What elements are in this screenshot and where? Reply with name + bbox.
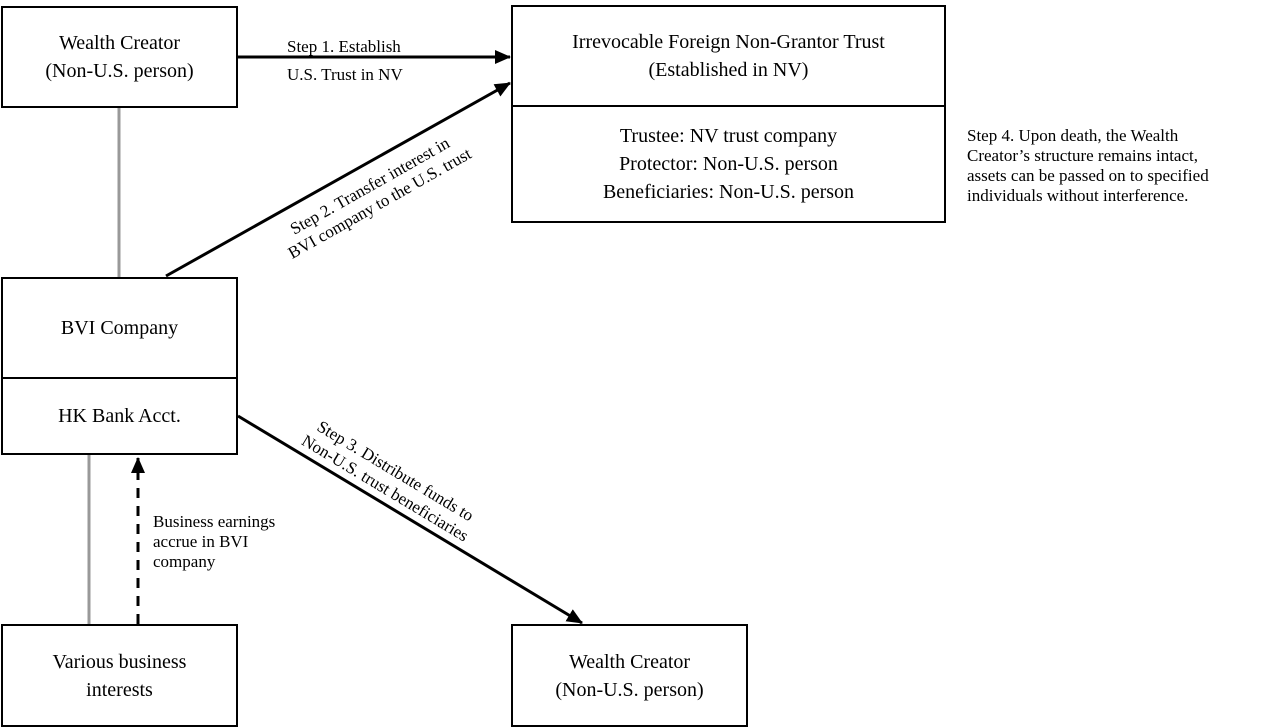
step1-label-line1: Step 1. Establish <box>287 37 401 56</box>
trust-title-section: Irrevocable Foreign Non-Grantor Trust (E… <box>513 7 944 105</box>
wealth-creator-top-status: (Non-U.S. person) <box>45 60 194 82</box>
step4-label-line2: Creator’s structure remains intact, <box>967 146 1198 165</box>
wealth-creator-bottom-name: Wealth Creator <box>568 650 691 673</box>
arrow-step2 <box>165 81 511 278</box>
step1-label-line2: U.S. Trust in NV <box>287 65 403 84</box>
earnings-label-line2: accrue in BVI <box>153 532 249 551</box>
trust-beneficiaries: Beneficiaries: Non-U.S. person <box>602 181 855 203</box>
step4-label-line1: Step 4. Upon death, the Wealth <box>967 126 1179 145</box>
bvi-company-section: BVI Company <box>3 279 236 377</box>
business-interests-line2: interests <box>86 678 153 701</box>
trust-divider <box>513 105 944 107</box>
trust-details-section: Trustee: NV trust company Protector: Non… <box>513 107 944 221</box>
trust-established: (Established in NV) <box>648 59 809 81</box>
step4-label-line3: assets can be passed on to specified <box>967 166 1209 185</box>
business-interests-box: Various business interests <box>1 624 238 727</box>
wealth-creator-bottom-status: (Non-U.S. person) <box>555 678 704 701</box>
bvi-divider <box>3 377 236 379</box>
hk-bank-section: HK Bank Acct. <box>3 379 236 453</box>
trust-box: Irrevocable Foreign Non-Grantor Trust (E… <box>511 5 946 223</box>
bvi-company-label: BVI Company <box>60 317 179 339</box>
step4-label: Step 4. Upon death, the Wealth Creator’s… <box>967 126 1209 206</box>
earnings-label-line1: Business earnings <box>153 512 276 531</box>
step4-label-line4: individuals without interference. <box>967 186 1189 205</box>
wealth-creator-bottom-box: Wealth Creator (Non-U.S. person) <box>511 624 748 727</box>
wealth-creator-top-box: Wealth Creator (Non-U.S. person) <box>1 6 238 108</box>
arrow-step3 <box>237 414 583 625</box>
step1-label: Step 1. Establish U.S. Trust in NV <box>287 33 403 89</box>
business-interests-line1: Various business <box>52 650 187 673</box>
bvi-company-box: BVI Company HK Bank Acct. <box>1 277 238 455</box>
trust-protector: Protector: Non-U.S. person <box>619 153 838 175</box>
hk-bank-label: HK Bank Acct. <box>58 405 181 427</box>
trust-title: Irrevocable Foreign Non-Grantor Trust <box>572 31 885 53</box>
earnings-label-line3: company <box>153 552 216 571</box>
earnings-label: Business earnings accrue in BVI company <box>153 512 275 572</box>
wealth-creator-top-name: Wealth Creator <box>58 32 181 54</box>
trust-trustee: Trustee: NV trust company <box>619 125 838 147</box>
